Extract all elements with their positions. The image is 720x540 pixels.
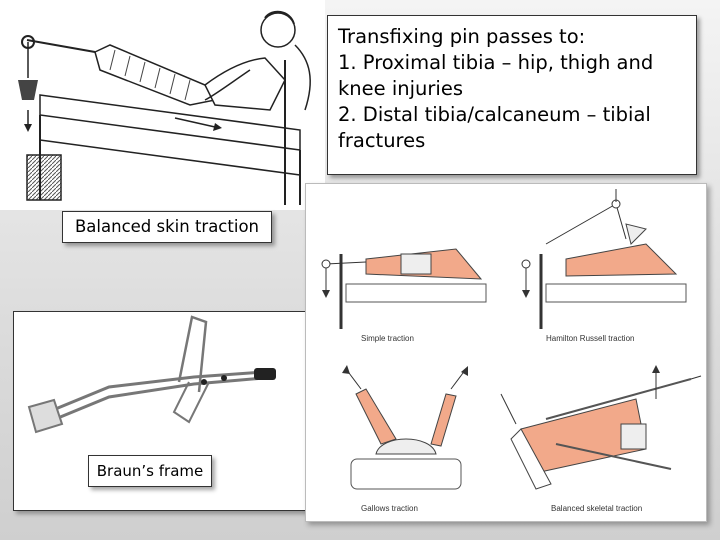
text-line: Transfixing pin passes to:: [338, 25, 586, 48]
brauns-frame-caption: Braun’s frame: [88, 455, 212, 487]
counter-block: [26, 154, 62, 201]
traction-types-drawing: Simple traction Hamilton Russell tractio…: [321, 189, 702, 513]
hamilton-russell-traction-figure: [521, 189, 687, 329]
simple-traction-figure: [321, 248, 487, 329]
label-hamilton-russell-traction: Hamilton Russell traction: [546, 334, 634, 343]
weight-icon: [18, 80, 38, 100]
patient-head: [260, 12, 296, 48]
balanced-skeletal-traction-figure: [500, 365, 702, 490]
text-line: 2. Distal tibia/calcaneum – tibial: [338, 103, 651, 126]
brauns-frame-drawing: [27, 315, 276, 434]
text-line: knee injuries: [338, 77, 463, 100]
label-balanced-skeletal-traction: Balanced skeletal traction: [551, 504, 642, 513]
label-simple-traction: Simple traction: [361, 334, 414, 343]
text-line: 1. Proximal tibia – hip, thigh and: [338, 51, 654, 74]
transfixing-pin-textbox: Transfixing pin passes to: 1. Proximal t…: [327, 15, 697, 175]
gallows-traction-figure: [342, 365, 468, 490]
balanced-skin-traction-caption: Balanced skin traction: [62, 211, 272, 243]
traction-types-diagram: Simple traction Hamilton Russell tractio…: [305, 183, 707, 522]
skin-traction-drawing: [18, 10, 311, 205]
balanced-skin-traction-illustration: [0, 0, 325, 210]
label-gallows-traction: Gallows traction: [361, 504, 418, 513]
text-line: fractures: [338, 129, 426, 152]
tension-handle: [254, 368, 276, 380]
